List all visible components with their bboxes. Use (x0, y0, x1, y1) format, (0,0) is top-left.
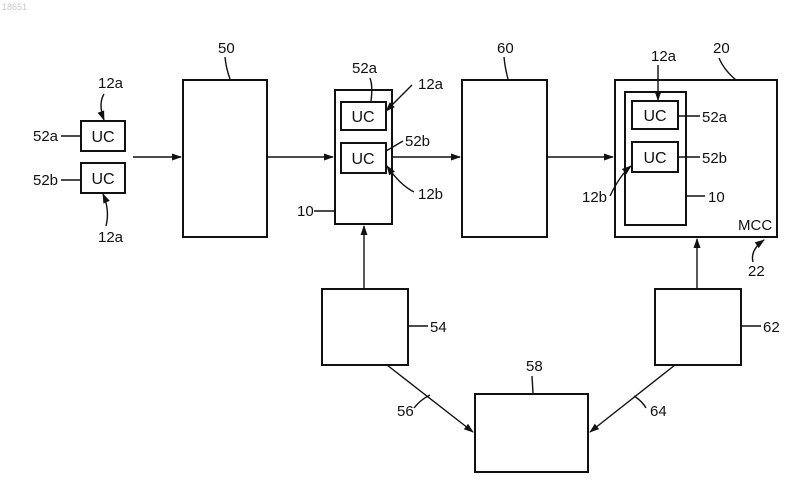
arrow-22 (752, 240, 764, 262)
middle-uc-52a-text: UC (351, 109, 374, 126)
label-mid-52b: 52b (405, 133, 430, 150)
leader-58 (532, 376, 533, 393)
leader-60 (504, 57, 508, 79)
block-54 (322, 289, 408, 365)
block-60 (462, 80, 547, 237)
leader-64 (634, 396, 646, 408)
arrow-62-to-58 (590, 365, 675, 432)
label-left-12a-top: 12a (98, 75, 124, 92)
arrow-left-12a-top (101, 94, 104, 120)
leader-56 (414, 395, 430, 408)
label-right-52b: 52b (702, 150, 727, 167)
label-right-12b: 12b (582, 189, 607, 206)
label-mcc: MCC (738, 217, 772, 234)
label-20: 20 (713, 40, 730, 57)
label-22: 22 (748, 263, 765, 280)
label-mid-12a: 12a (418, 76, 444, 93)
block-50 (183, 80, 267, 237)
left-uc-52b-text: UC (91, 171, 114, 188)
block-58 (475, 394, 588, 472)
page-stamp: 18651 (2, 2, 27, 12)
label-left-52b: 52b (33, 172, 58, 189)
leader-20 (719, 58, 736, 80)
label-56: 56 (397, 403, 414, 420)
block-62 (655, 289, 741, 365)
arrow-left-12a-bottom (103, 194, 107, 226)
right-uc-52b-text: UC (643, 150, 666, 167)
label-54: 54 (430, 319, 447, 336)
label-right-10: 10 (708, 189, 725, 206)
label-58: 58 (526, 358, 543, 375)
leader-50 (225, 57, 230, 79)
label-50: 50 (218, 40, 235, 57)
middle-uc-52b-text: UC (351, 151, 374, 168)
label-left-12a-bottom: 12a (98, 229, 124, 246)
label-right-12a: 12a (651, 48, 677, 65)
label-64: 64 (650, 403, 667, 420)
label-60: 60 (497, 40, 514, 57)
label-mid-10: 10 (297, 203, 314, 220)
label-mid-12b: 12b (418, 186, 443, 203)
right-uc-52a-text: UC (643, 108, 666, 125)
left-uc-52a-text: UC (91, 129, 114, 146)
label-62: 62 (763, 319, 780, 336)
label-left-52a: 52a (33, 128, 59, 145)
arrow-54-to-58 (387, 365, 473, 432)
label-mid-52a: 52a (352, 60, 378, 77)
label-right-52a: 52a (702, 109, 728, 126)
